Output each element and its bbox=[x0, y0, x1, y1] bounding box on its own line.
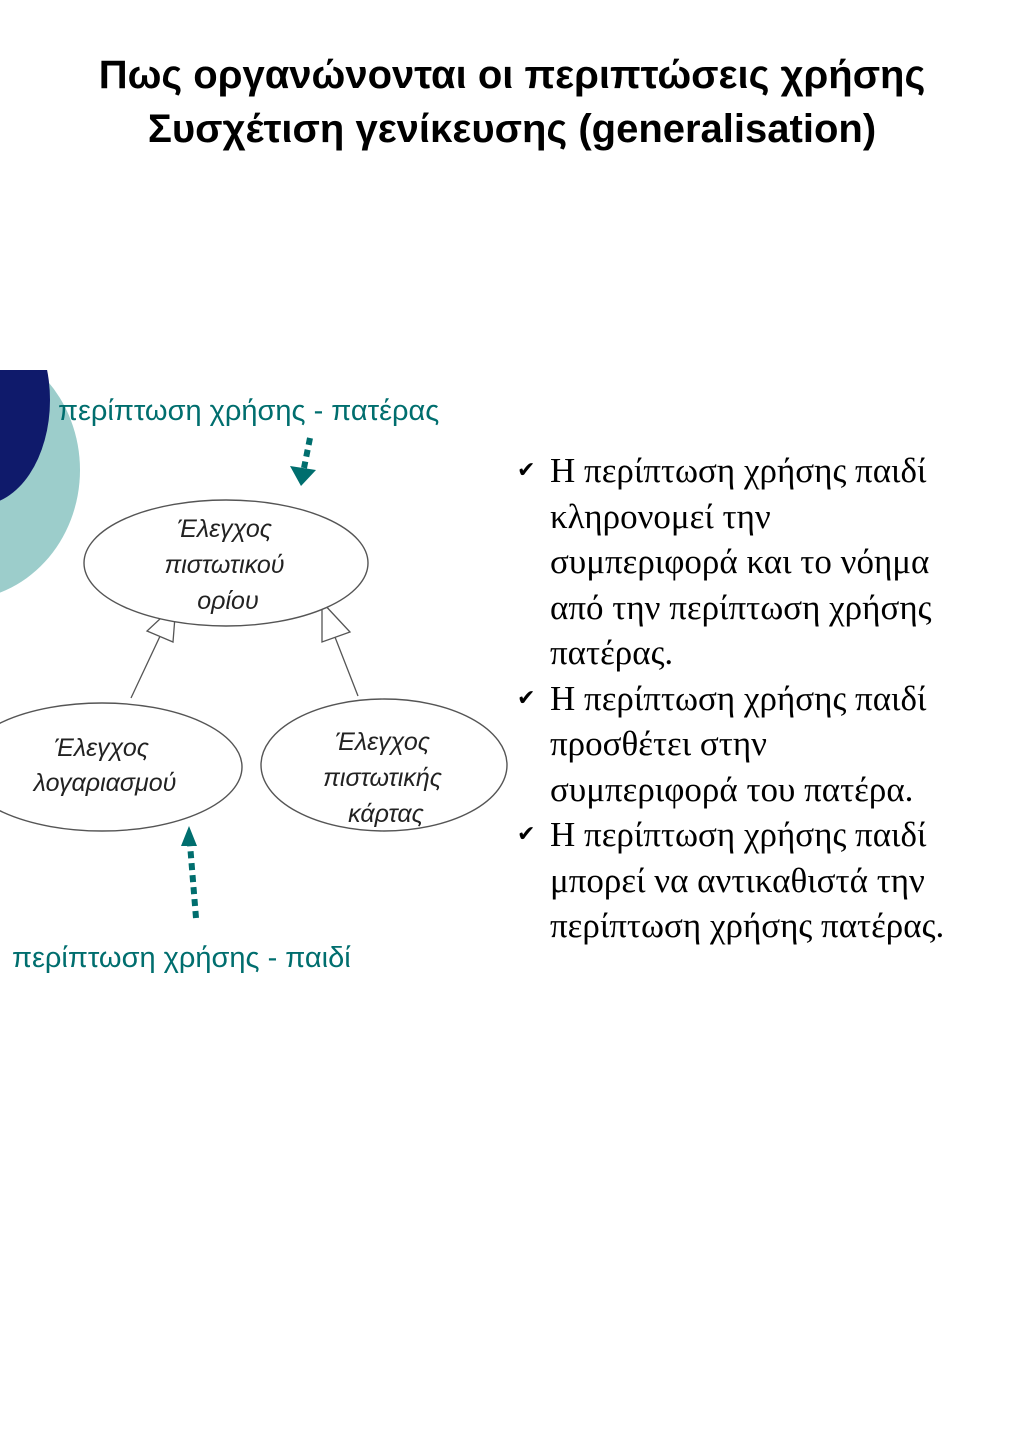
bullet-item-1: ✔ Η περίπτωση χρήσης παιδί κληρονομεί τη… bbox=[512, 448, 1024, 676]
parent-use-case-line-3: ορίου bbox=[197, 587, 258, 615]
title-line-1: Πως οργανώνονται οι περιπτώσεις χρήσης bbox=[98, 53, 926, 97]
child-use-case-left-line-1: Έλεγχος bbox=[54, 734, 150, 762]
generalisation-arrowhead-right bbox=[321, 600, 352, 643]
bullet-list: ✔ Η περίπτωση χρήσης παιδί κληρονομεί τη… bbox=[512, 448, 1024, 949]
decoration-dark-shape bbox=[0, 370, 50, 501]
parent-use-case-line-1: Έλεγχος bbox=[177, 515, 273, 543]
bullet-1-line-1: Η περίπτωση χρήσης παιδί bbox=[550, 451, 927, 490]
bullet-1-line-4: από την περίπτωση χρήσης bbox=[550, 587, 932, 627]
generalisation-diagram: περίπτωση χρήσης - πατέρας Έλεγχος πιστω… bbox=[0, 370, 508, 974]
bullet-3-line-2: μπορεί να αντικαθιστά την bbox=[550, 860, 925, 900]
child-use-case-right-label: Έλεγχος πιστωτικής κάρτας bbox=[323, 728, 449, 828]
bullet-1-line-5: πατέρας. bbox=[550, 633, 674, 672]
bullet-1-line-3: συμπεριφορά και το νόημα bbox=[550, 542, 930, 581]
bullet-item-2: ✔ Η περίπτωση χρήσης παιδί προσθέτει στη… bbox=[512, 676, 1024, 813]
slide-title: Πως οργανώνονται οι περιπτώσεις χρήσης Σ… bbox=[0, 48, 1024, 156]
title-line-2: Συσχέτιση γενίκευσης (generalisation) bbox=[147, 107, 877, 151]
child-callout-arrow-line bbox=[187, 843, 199, 919]
parent-use-case-line-2: πιστωτικού bbox=[165, 551, 285, 579]
child-use-case-left-line-2: λογαριασμού bbox=[32, 769, 177, 797]
child-use-case-left-label: Έλεγχος λογαριασμού bbox=[32, 734, 177, 797]
checkmark-icon: ✔ bbox=[517, 822, 536, 847]
generalisation-line-left bbox=[130, 631, 163, 699]
child-callout-arrowhead bbox=[181, 826, 197, 846]
checkmark-icon: ✔ bbox=[517, 458, 536, 483]
bullet-item-3: ✔ Η περίπτωση χρήσης παιδί μπορεί να αντ… bbox=[512, 812, 1024, 949]
parent-callout-arrow-line bbox=[301, 437, 313, 469]
parent-callout-arrowhead bbox=[290, 466, 316, 486]
child-callout-label: περίπτωση χρήσης - παιδί bbox=[12, 942, 351, 974]
bullet-2-line-1: Η περίπτωση χρήσης παιδί bbox=[550, 678, 927, 718]
child-use-case-left-ellipse bbox=[0, 702, 243, 832]
child-use-case-right-line-2: πιστωτικής bbox=[323, 764, 443, 792]
bullet-3-line-1: Η περίπτωση χρήσης παιδί bbox=[550, 815, 927, 854]
bullet-2-line-2: προσθέτει στην bbox=[550, 724, 767, 763]
bullet-3-line-3: περίπτωση χρήσης πατέρας. bbox=[550, 906, 945, 945]
checkmark-icon: ✔ bbox=[517, 685, 536, 711]
child-use-case-right-ellipse bbox=[260, 698, 508, 832]
child-use-case-right-line-3: κάρτας bbox=[348, 800, 424, 828]
child-use-case-right-line-1: Έλεγχος bbox=[335, 728, 431, 756]
parent-use-case-label: Έλεγχος πιστωτικού ορίου bbox=[165, 515, 292, 615]
bullet-1-line-2: κληρονομεί την bbox=[550, 496, 771, 536]
bullet-2-line-3: συμπεριφορά του πατέρα. bbox=[550, 769, 914, 809]
parent-use-case-ellipse bbox=[83, 499, 369, 627]
corner-decoration bbox=[0, 370, 80, 593]
generalisation-line-right bbox=[332, 631, 359, 697]
parent-callout-label: περίπτωση χρήσης - πατέρας bbox=[58, 395, 439, 427]
